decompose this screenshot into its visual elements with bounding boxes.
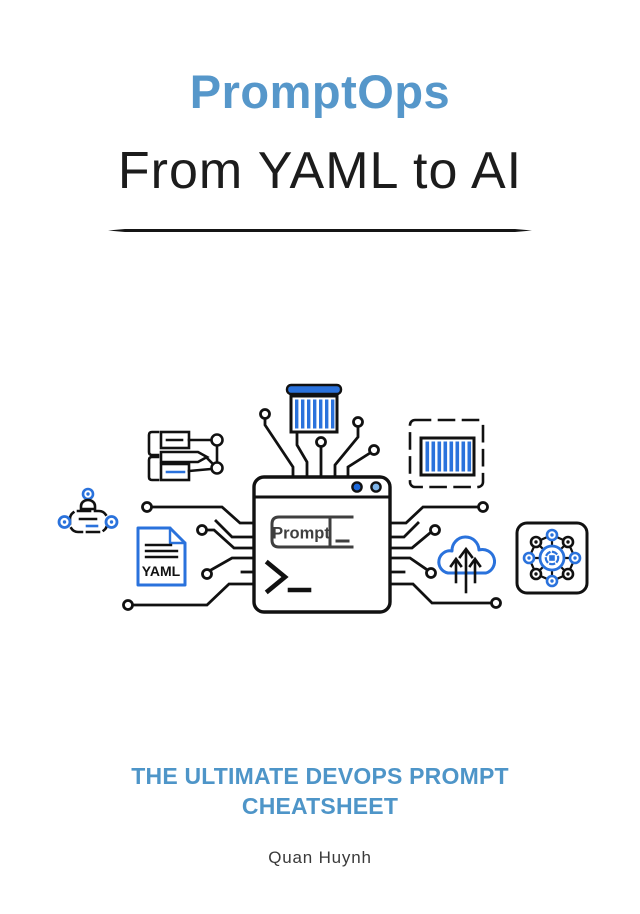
circuit-traces	[122, 408, 502, 611]
network-cluster-icon	[515, 521, 589, 595]
page-subtitle: From YAML to AI	[117, 142, 523, 200]
cover-illustration: YAML	[57, 383, 589, 614]
prompt-label: Prompt	[272, 525, 330, 543]
window-dot-light	[370, 481, 382, 493]
pipeline-icon	[147, 430, 224, 482]
page-title: PromptOps	[189, 65, 451, 118]
terminal-window: Prompt	[252, 475, 392, 614]
divider-line	[108, 229, 532, 232]
cover-tagline: THE ULTIMATE DEVOPS PROMPT CHEATSHEET	[131, 763, 509, 820]
terminal-prompt-glyph	[264, 559, 312, 595]
robot-icon	[57, 487, 119, 534]
container-registry-icon	[408, 418, 485, 489]
yaml-label: YAML	[142, 563, 181, 579]
container-icon	[285, 383, 343, 434]
cloud-upload-icon	[437, 535, 496, 594]
prompt-input	[270, 515, 354, 549]
author-name: Quan Huynh	[268, 848, 372, 867]
window-dot-dark	[351, 481, 363, 493]
yaml-file-icon: YAML	[136, 526, 187, 587]
